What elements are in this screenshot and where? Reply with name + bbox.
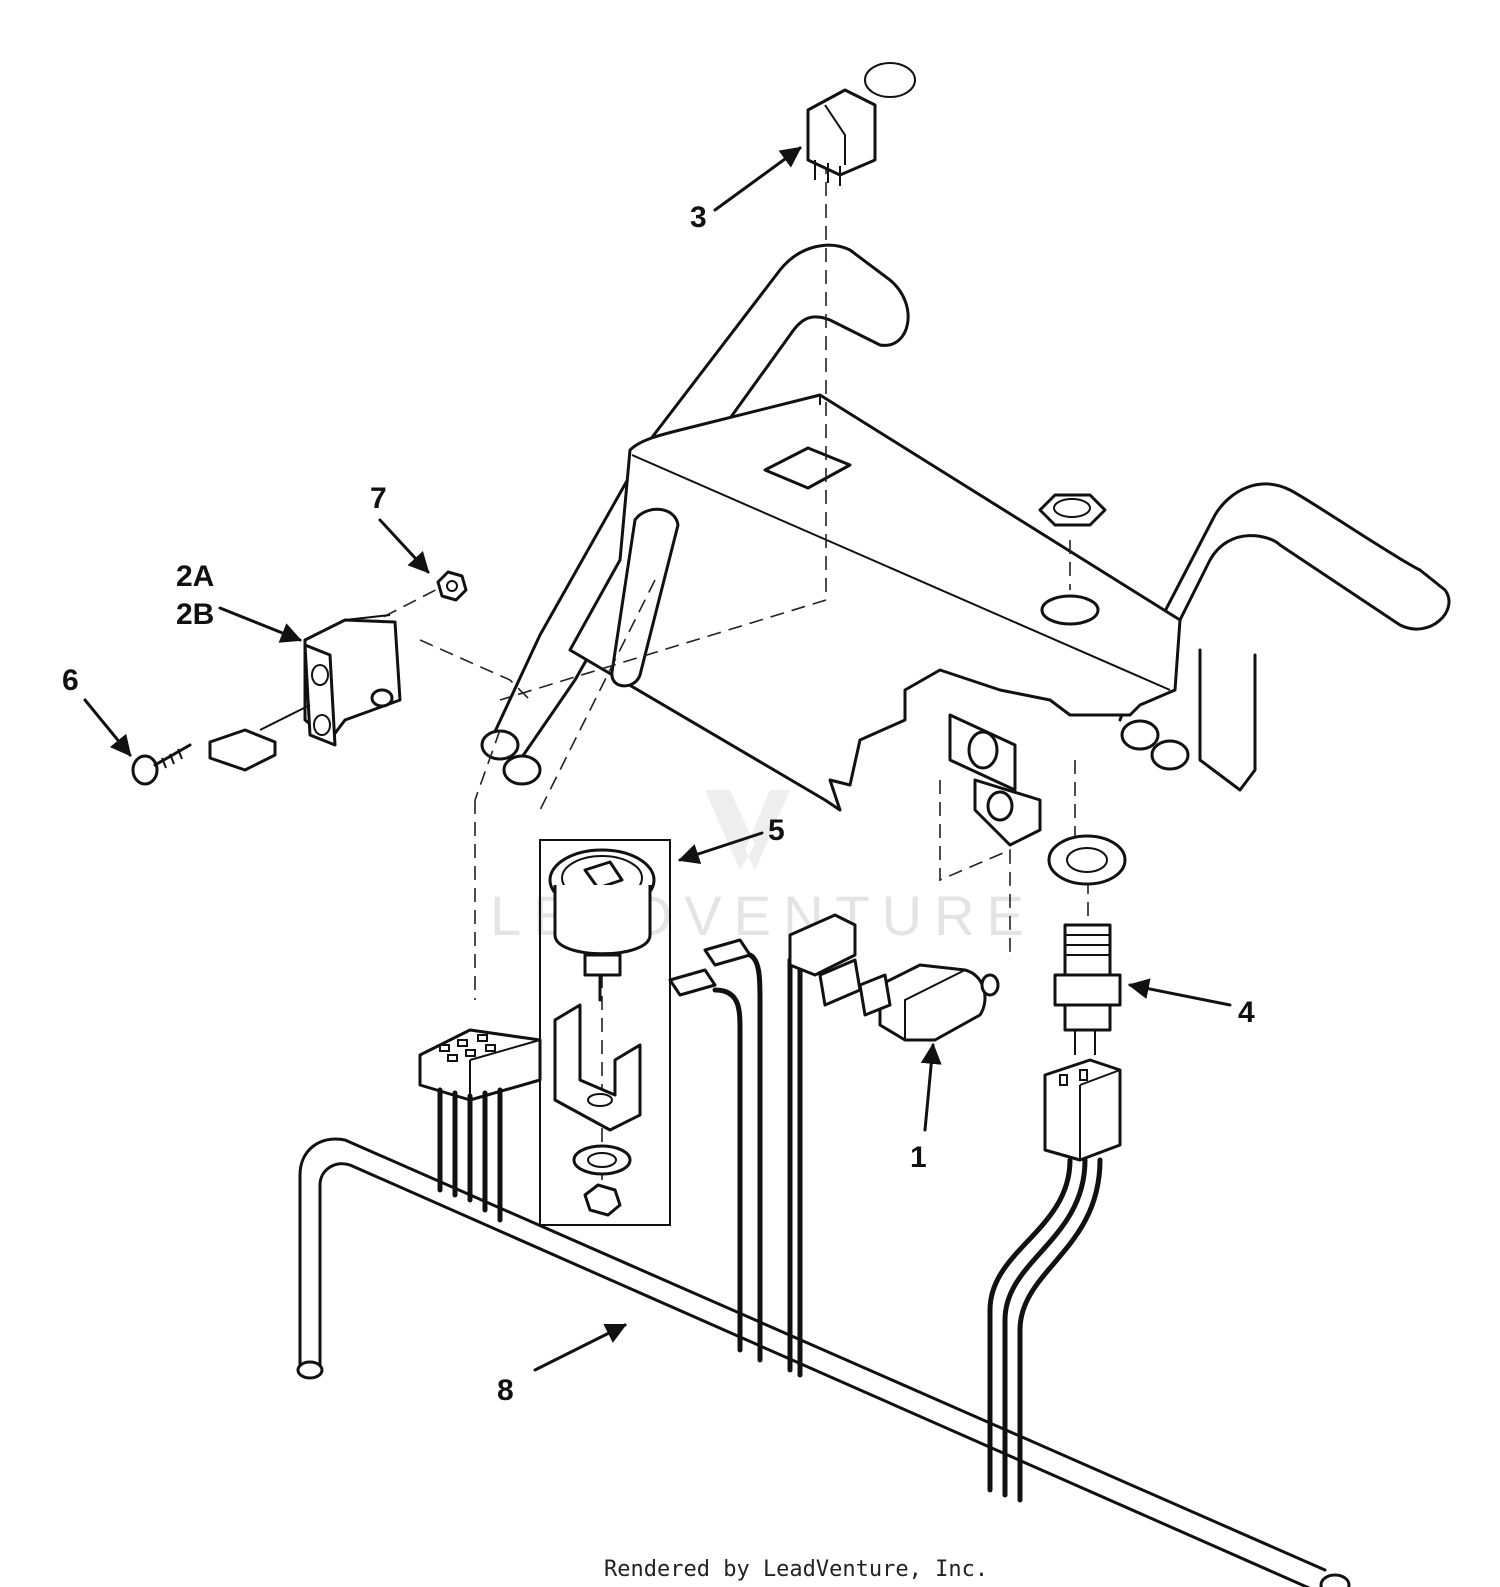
callout-8: 8 — [497, 1374, 514, 1407]
callout-2a: 2A — [176, 560, 214, 593]
callout-7: 7 — [370, 482, 387, 515]
part-5-hour-meter-kit — [539, 839, 671, 1226]
callout-1: 1 — [910, 1141, 927, 1174]
part-8-wire-harness — [296, 913, 1351, 1587]
part-3-ignition-connector — [806, 62, 916, 186]
part-2-switch — [208, 614, 402, 772]
handle-bar — [480, 243, 1451, 792]
leader-arrows — [83, 146, 1232, 1372]
callout-5: 5 — [768, 814, 785, 847]
callout-2b: 2B — [176, 598, 214, 631]
part-7-nut — [436, 570, 468, 602]
callout-4: 4 — [1238, 996, 1255, 1029]
control-panel — [568, 393, 1182, 847]
part-1-switch — [858, 963, 1000, 1042]
footer-credit: Rendered by LeadVenture, Inc. — [604, 1557, 988, 1582]
assembly-lines — [299, 160, 1089, 1180]
part-6-screw — [131, 743, 192, 786]
callout-6: 6 — [62, 664, 79, 697]
callout-3: 3 — [690, 201, 707, 234]
callout-labels: 3 7 2A 2B 6 5 4 1 8 — [62, 201, 1255, 1407]
part-4-sender — [1047, 834, 1127, 1055]
